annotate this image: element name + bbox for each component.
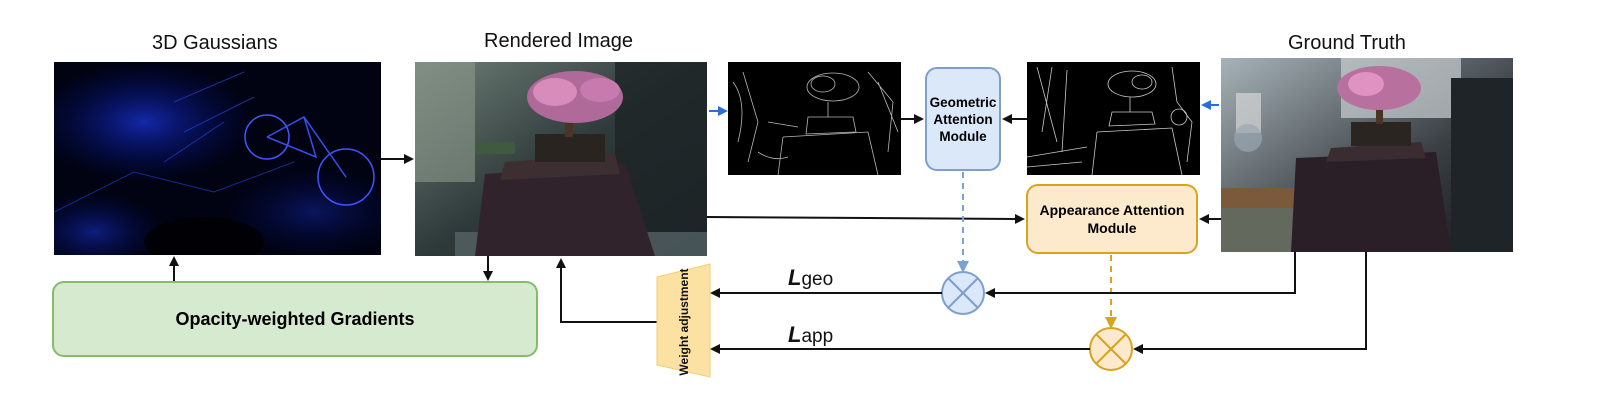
weight-adjustment-label: Weight adjustment [677, 268, 691, 375]
title-ground-truth: Ground Truth [1288, 32, 1406, 54]
geo-multiply-node [941, 271, 985, 315]
loss-app-symbol: L [788, 322, 801, 347]
weight-adjustment-block [656, 263, 711, 378]
ground-truth-edge-render [1027, 62, 1200, 175]
title-rendered-image: Rendered Image [484, 30, 633, 52]
rendered-edge-map [728, 62, 901, 175]
arrow-ground-truth-to-app-multiply [1133, 252, 1367, 354]
appearance-attention-label: Appearance Attention Module [1039, 202, 1185, 236]
rendered-edge-render [728, 62, 901, 175]
geometric-attention-module: Geometric Attention Module [925, 67, 1001, 171]
arrow-ground-truth-to-geo-multiply [985, 252, 1296, 298]
ground-truth-edge-map [1027, 62, 1200, 175]
appearance-attention-module: Appearance Attention Module [1026, 184, 1198, 254]
loss-app-subscript: app [801, 326, 833, 347]
gaussian-point-cloud-image [54, 62, 381, 255]
geometric-attention-label: Geometric Attention Module [929, 94, 997, 144]
point-cloud-render [54, 62, 381, 255]
ground-truth-image [1221, 58, 1513, 252]
opacity-weighted-gradients-label: Opacity-weighted Gradients [175, 308, 415, 329]
loss-geo-label: Lgeo [788, 265, 833, 290]
rendered-scene [415, 62, 707, 256]
arrow-weight-to-rendered [556, 258, 657, 323]
rendered-image [415, 62, 707, 256]
ground-truth-scene [1221, 58, 1513, 252]
title-3d-gaussians: 3D Gaussians [152, 32, 278, 54]
app-multiply-node [1089, 327, 1133, 371]
arrow-rendered-to-appearance [706, 213, 1025, 224]
loss-geo-subscript: geo [801, 269, 833, 290]
opacity-weighted-gradients-module: Opacity-weighted Gradients [52, 281, 538, 357]
loss-geo-symbol: L [788, 265, 801, 290]
loss-app-label: Lapp [788, 322, 833, 347]
